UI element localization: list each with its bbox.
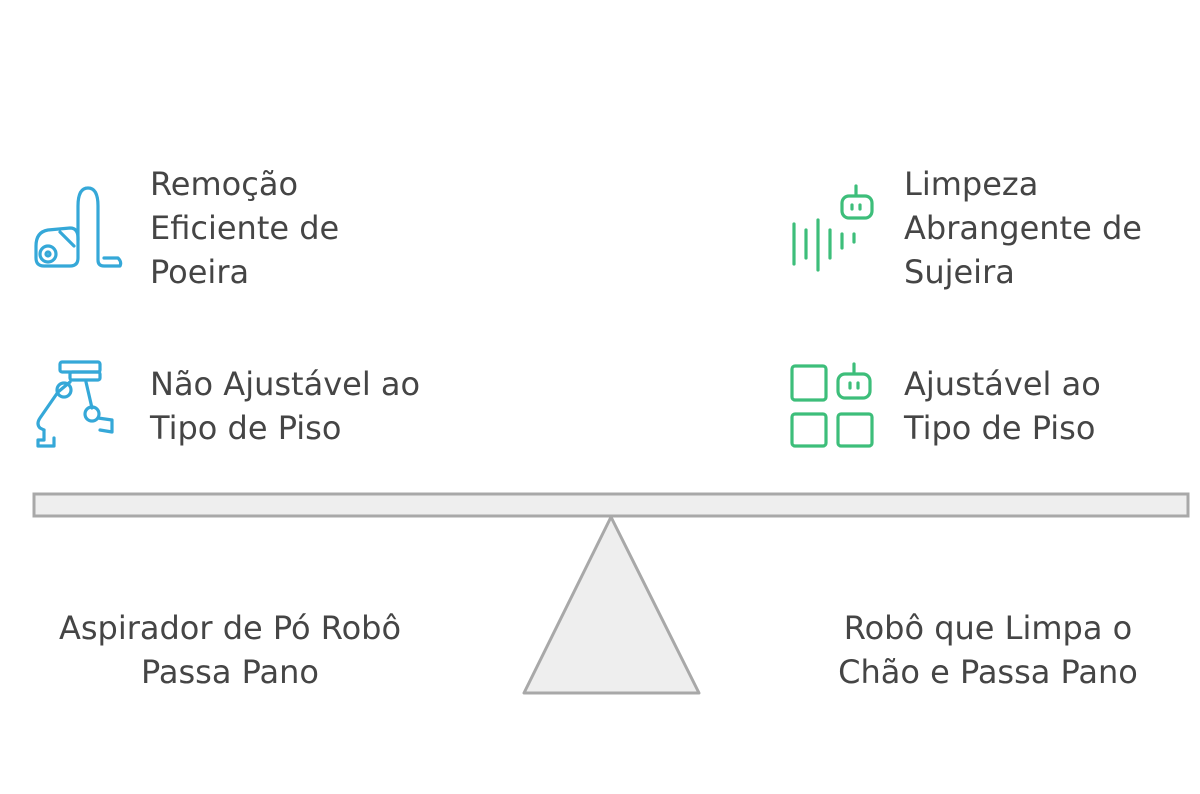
feature-text-not-adjustable: Não Ajustável ao Tipo de Piso [150,365,421,447]
vacuum-cleaner-icon [34,186,123,268]
option-label-left: Aspirador de Pó Robô Passa Pano [58,609,402,691]
option-label-right: Robô que Limpa o Chão e Passa Pano [838,609,1138,691]
robot-grid-icon [790,362,874,448]
balance-beam [32,492,1190,518]
feature-text-comprehensive-cleaning: Limpeza Abrangente de Sujeira [904,165,1142,291]
balance-fulcrum [522,515,701,695]
robot-sound-wave-icon [792,184,874,272]
robotic-arm-icon [36,360,114,448]
feature-text-dust-removal: Remoção Eficiente de Poeira [150,165,340,291]
feature-text-adjustable: Ajustável ao Tipo de Piso [904,365,1101,447]
